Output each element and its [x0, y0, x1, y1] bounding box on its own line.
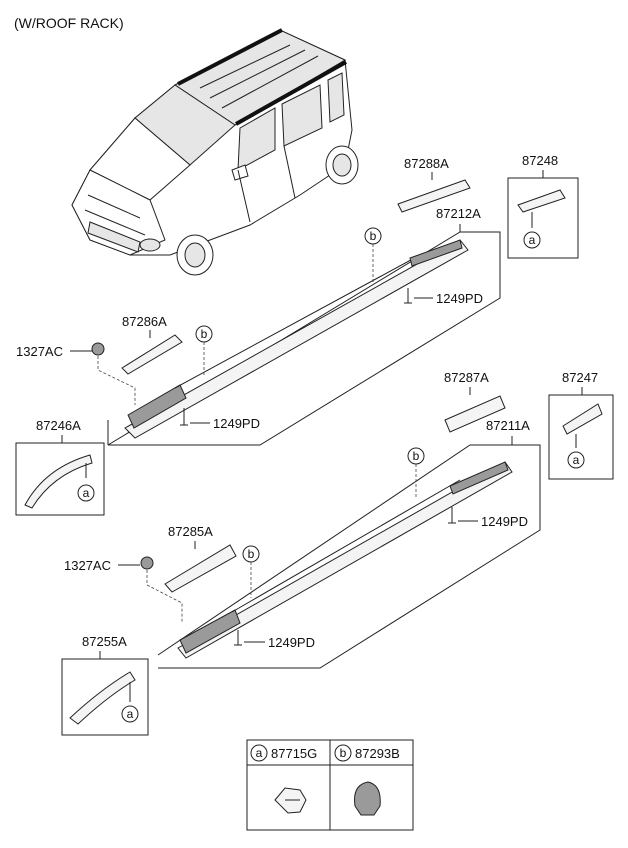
svg-text:a: a	[127, 707, 134, 721]
part-87287A: 87287A	[444, 370, 506, 433]
part-1327AC-upper: 1327AC	[16, 342, 136, 405]
svg-text:b: b	[201, 327, 208, 341]
label-87288A: 87288A	[404, 156, 449, 171]
svg-text:a: a	[573, 453, 580, 467]
label-87286A: 87286A	[122, 314, 167, 329]
part-87247-box: 87247 a	[548, 370, 614, 480]
part-87286A: 87286A	[121, 314, 183, 375]
label-87212A: 87212A	[436, 206, 481, 221]
svg-text:a: a	[256, 746, 263, 760]
label-87211A: 87211A	[486, 418, 530, 433]
rail-assembly-87211A: 87211A b b 1249PD 1249PD	[157, 418, 541, 669]
diagram-title: (W/ROOF RACK)	[14, 15, 124, 31]
label-87255A: 87255A	[82, 634, 127, 649]
svg-text:a: a	[529, 233, 536, 247]
part-87288A: 87288A	[397, 156, 471, 213]
svg-text:b: b	[413, 449, 420, 463]
part-87246A-box: 87246A a	[15, 418, 105, 516]
label-1327AC-lower: 1327AC	[64, 558, 111, 573]
svg-text:b: b	[248, 547, 255, 561]
legend-a-code: 87715G	[271, 746, 317, 761]
part-87285A: 87285A	[164, 524, 237, 593]
label-87287A: 87287A	[444, 370, 489, 385]
label-1249PD-lower-rear: 1249PD	[481, 514, 528, 529]
part-87255A-box: 87255A a	[61, 634, 149, 736]
part-87248-box: 87248 a	[507, 153, 579, 259]
svg-text:a: a	[83, 486, 90, 500]
svg-text:b: b	[370, 229, 377, 243]
label-1327AC-upper: 1327AC	[16, 344, 63, 359]
label-87246A: 87246A	[36, 418, 81, 433]
label-87247: 87247	[562, 370, 598, 385]
label-1249PD-upper-front: 1249PD	[213, 416, 260, 431]
part-1327AC-lower: 1327AC	[64, 556, 183, 622]
label-87285A: 87285A	[168, 524, 213, 539]
rail-assembly-87212A: 87212A b b 1249PD 1249PD	[107, 206, 501, 446]
label-87248: 87248	[522, 153, 558, 168]
legend-b-code: 87293B	[355, 746, 400, 761]
clip-87293B-icon	[354, 781, 381, 816]
svg-text:b: b	[340, 746, 347, 760]
label-1249PD-lower-front: 1249PD	[268, 635, 315, 650]
legend-table: a 87715G b 87293B	[246, 739, 414, 831]
car-illustration	[71, 28, 359, 276]
label-1249PD-upper-rear: 1249PD	[436, 291, 483, 306]
